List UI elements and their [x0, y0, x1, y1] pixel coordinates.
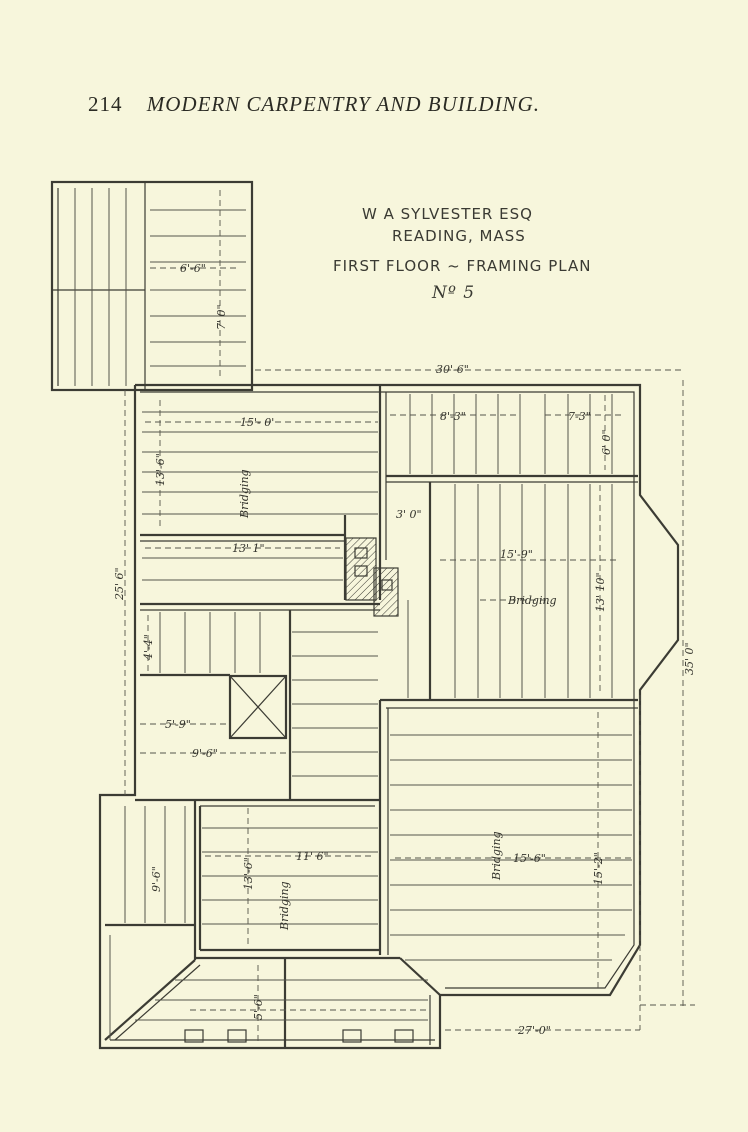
rear-porch	[50, 180, 254, 392]
dim-vestibule: 5'-9"	[165, 718, 191, 731]
dim-hall-width: 8'-3"	[440, 410, 466, 423]
dim-pantry-width: 7-3"	[568, 410, 591, 423]
dimension-lines	[124, 369, 695, 1045]
caption-owner: W A SYLVESTER ESQ	[362, 205, 533, 223]
dim-room-d-depth: 15'-2"	[592, 852, 605, 885]
interior-walls	[104, 385, 638, 1048]
caption-plan-number: Nº 5	[432, 283, 476, 303]
room-c-joists	[124, 806, 378, 925]
caption-plan-title: FIRST FLOOR ~ FRAMING PLAN	[333, 257, 592, 275]
caption-location: READING, MASS	[392, 227, 526, 245]
main-outline	[98, 383, 680, 1050]
hall-joists	[409, 394, 613, 474]
dim-bottom-width: 27'-0"	[517, 1024, 551, 1037]
dim-pantry-depth: 6' 0"	[600, 429, 613, 455]
dim-closet: 4'-4"	[142, 634, 155, 661]
dim-porch-side: 7' 0"	[215, 304, 228, 330]
dim-room-c-depth: 13'-6"	[242, 857, 255, 890]
dim-overall-depth-right: 35' 0"	[683, 642, 696, 675]
front-porch-joists	[109, 935, 428, 1043]
porch-joists	[74, 188, 246, 386]
dim-room-a-depth: 13'-6"	[154, 453, 167, 486]
page-number: 214	[88, 92, 123, 116]
dim-room-d-width: 15'-6"	[513, 852, 546, 865]
dim-room-c-width: 11' 6"	[296, 850, 329, 863]
dim-passage: 3' 0"	[396, 508, 422, 521]
room-a-joists	[142, 411, 378, 515]
bridging-label-room-c: Bridging	[278, 881, 291, 931]
dim-porch-side-b: 9'-6"	[150, 866, 163, 892]
dim-room-b-width: 15'-9"	[500, 548, 533, 561]
dim-porch-front: 5'-6"	[252, 994, 265, 1020]
dim-hall-depth: 9'-6"	[192, 747, 218, 760]
chimney	[345, 537, 399, 617]
stair-joists	[142, 557, 378, 777]
book-title: MODERN CARPENTRY AND BUILDING.	[146, 92, 540, 116]
stair-well	[228, 674, 288, 740]
dim-stair-width: 13' 1"	[232, 542, 265, 555]
room-b-joists	[407, 484, 613, 698]
dim-room-a-width: 15'- 0'	[240, 416, 274, 429]
bridging-label-room-b: Bridging	[507, 594, 557, 607]
room-d-joists	[390, 734, 632, 961]
bridging-label-room-d: Bridging	[490, 831, 503, 881]
dim-room-b-depth: 13' 10"	[594, 572, 607, 612]
dim-porch-top: 6'-6"	[180, 262, 206, 275]
bridging-label-room-a: Bridging	[238, 469, 251, 519]
page-header: 214 MODERN CARPENTRY AND BUILDING.	[88, 92, 540, 117]
dim-overall-depth-left: 25' 6"	[113, 567, 126, 601]
dim-overall-width: 30'-6"	[436, 363, 469, 376]
